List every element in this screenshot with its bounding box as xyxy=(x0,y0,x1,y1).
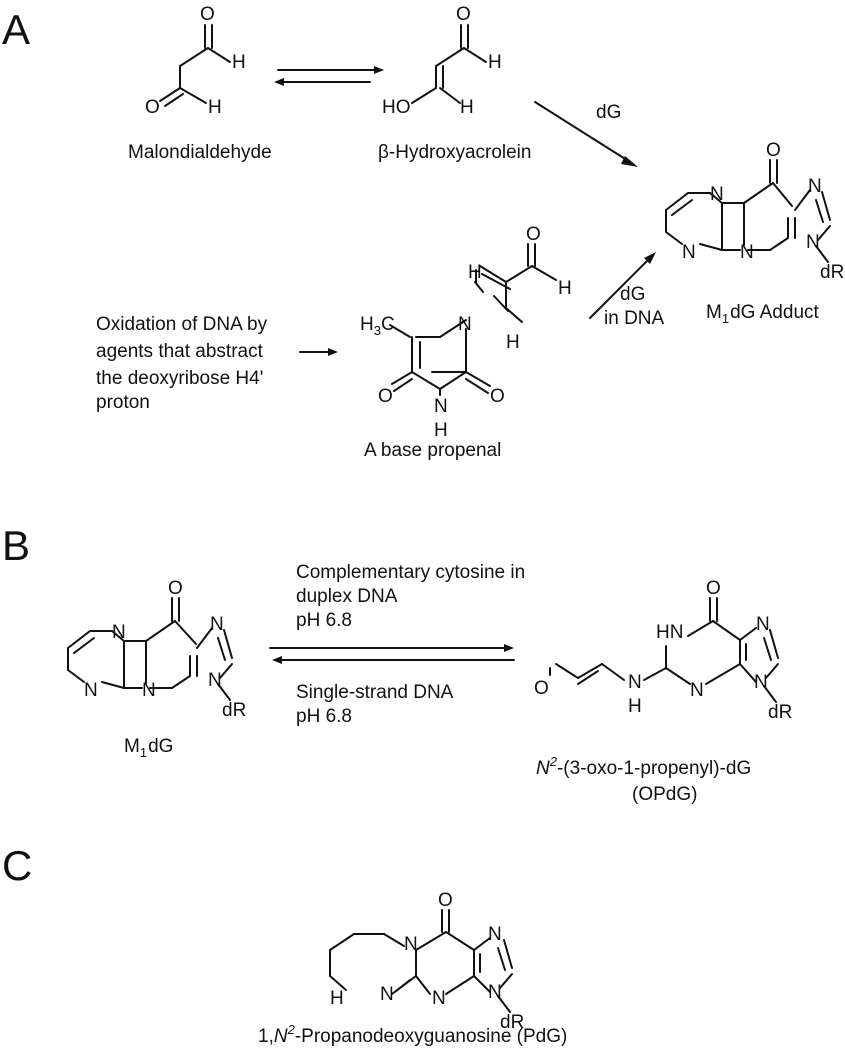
malondialdehyde-structure: O H O H xyxy=(145,4,246,118)
atom-label: N xyxy=(112,622,126,643)
atom-label: H xyxy=(460,97,474,118)
oxidation-text-line1: Oxidation of DNA by xyxy=(96,314,268,335)
atom-label: H xyxy=(330,988,344,1009)
atom-label: O xyxy=(490,386,505,407)
forward-condition-line1: Complementary cytosine in xyxy=(296,562,525,583)
atom-label: H xyxy=(506,332,520,353)
atom-label: H xyxy=(208,97,222,118)
malondialdehyde-label: Malondialdehyde xyxy=(128,142,272,163)
atom-label: N xyxy=(690,680,704,701)
atom-label: O xyxy=(378,386,393,407)
atom-label: H3C xyxy=(360,314,395,338)
atom-label: O xyxy=(534,678,549,699)
equilibrium-arrow xyxy=(274,66,384,86)
atom-label: HO xyxy=(382,97,411,118)
oxidation-text-line4: proton xyxy=(96,392,150,413)
atom-label: H xyxy=(488,52,502,73)
opdg-abbrev-label: (OPdG) xyxy=(632,784,697,805)
atom-label: N xyxy=(488,924,502,945)
atom-label: N xyxy=(740,242,754,263)
panel-label-c: C xyxy=(2,842,32,889)
atom-label: N xyxy=(432,988,446,1009)
dg-in-dna-arrow xyxy=(589,252,656,319)
panel-label-a: A xyxy=(2,6,30,53)
atom-label: H xyxy=(434,420,448,441)
dg-arrow-label: dG xyxy=(596,102,621,123)
atom-label: N xyxy=(208,670,222,691)
atom-label: N xyxy=(142,680,156,701)
pdg-structure: O N N N N N H dR xyxy=(329,890,524,1033)
oxidation-text-line2: agents that abstract xyxy=(96,341,264,362)
atom-label: N xyxy=(710,184,724,205)
oxidation-text-line3: the deoxyribose H4' xyxy=(96,368,263,389)
m1dg-structure: O N N N N N dR xyxy=(67,578,246,721)
opdg-structure: O HN N N N dR N H O xyxy=(534,578,792,723)
hydroxyacrolein-structure: O H HO H xyxy=(382,4,502,118)
base-propenal-structure: O H H H N H3C O O N H xyxy=(360,224,572,441)
atom-label: N xyxy=(458,314,472,335)
atom-label: dR xyxy=(820,262,844,283)
atom-label: dR xyxy=(768,702,792,723)
atom-label: H xyxy=(468,262,482,283)
atom-label: N xyxy=(756,614,770,635)
atom-label: N xyxy=(84,680,98,701)
base-propenal-label: A base propenal xyxy=(364,440,501,461)
m1dg-label: M1dG xyxy=(124,736,173,760)
atom-label: N xyxy=(380,984,394,1005)
atom-label: O xyxy=(168,578,183,599)
atom-label: N xyxy=(628,672,642,693)
panel-label-b: B xyxy=(2,522,30,569)
atom-label: N xyxy=(682,242,696,263)
m1dg-adduct-structure: O N N N N N dR xyxy=(665,140,844,283)
atom-label: H xyxy=(628,696,642,717)
atom-label: O xyxy=(526,224,541,245)
pdg-label: 1,N2-Propanodeoxyguanosine (PdG) xyxy=(258,1022,567,1047)
atom-label: O xyxy=(145,97,160,118)
oxidation-arrow xyxy=(299,348,338,356)
hydroxyacrolein-label: β-Hydroxyacrolein xyxy=(378,142,531,163)
atom-label: O xyxy=(706,578,721,599)
atom-label: N xyxy=(808,176,822,197)
atom-label: O xyxy=(766,140,781,161)
atom-label: O xyxy=(438,890,453,911)
atom-label: N xyxy=(434,396,448,417)
atom-label: N xyxy=(210,614,224,635)
reverse-condition-line1: Single-strand DNA xyxy=(296,682,454,703)
atom-label: N xyxy=(754,672,768,693)
opdg-label: N2-(3-oxo-1-propenyl)-dG xyxy=(536,754,751,779)
atom-label: N xyxy=(404,934,418,955)
dg-reaction-arrow xyxy=(534,101,638,167)
atom-label: H xyxy=(232,52,246,73)
b-equilibrium-arrow xyxy=(269,644,515,664)
atom-label: dR xyxy=(222,700,246,721)
atom-label: O xyxy=(200,4,215,25)
m1dg-adduct-label: M1dG Adduct xyxy=(706,302,820,326)
dg-in-dna-label-line1: dG xyxy=(620,284,645,305)
atom-label: N xyxy=(488,982,502,1003)
forward-condition-line2: duplex DNA xyxy=(296,586,398,607)
atom-label: HN xyxy=(656,622,683,643)
atom-label: N xyxy=(806,232,820,253)
atom-label: O xyxy=(456,4,471,25)
dg-in-dna-label-line2: in DNA xyxy=(604,308,665,329)
forward-condition-line3: pH 6.8 xyxy=(296,610,352,631)
atom-label: H xyxy=(558,278,572,299)
reverse-condition-line2: pH 6.8 xyxy=(296,706,352,727)
atom-label: dR xyxy=(500,1012,524,1033)
